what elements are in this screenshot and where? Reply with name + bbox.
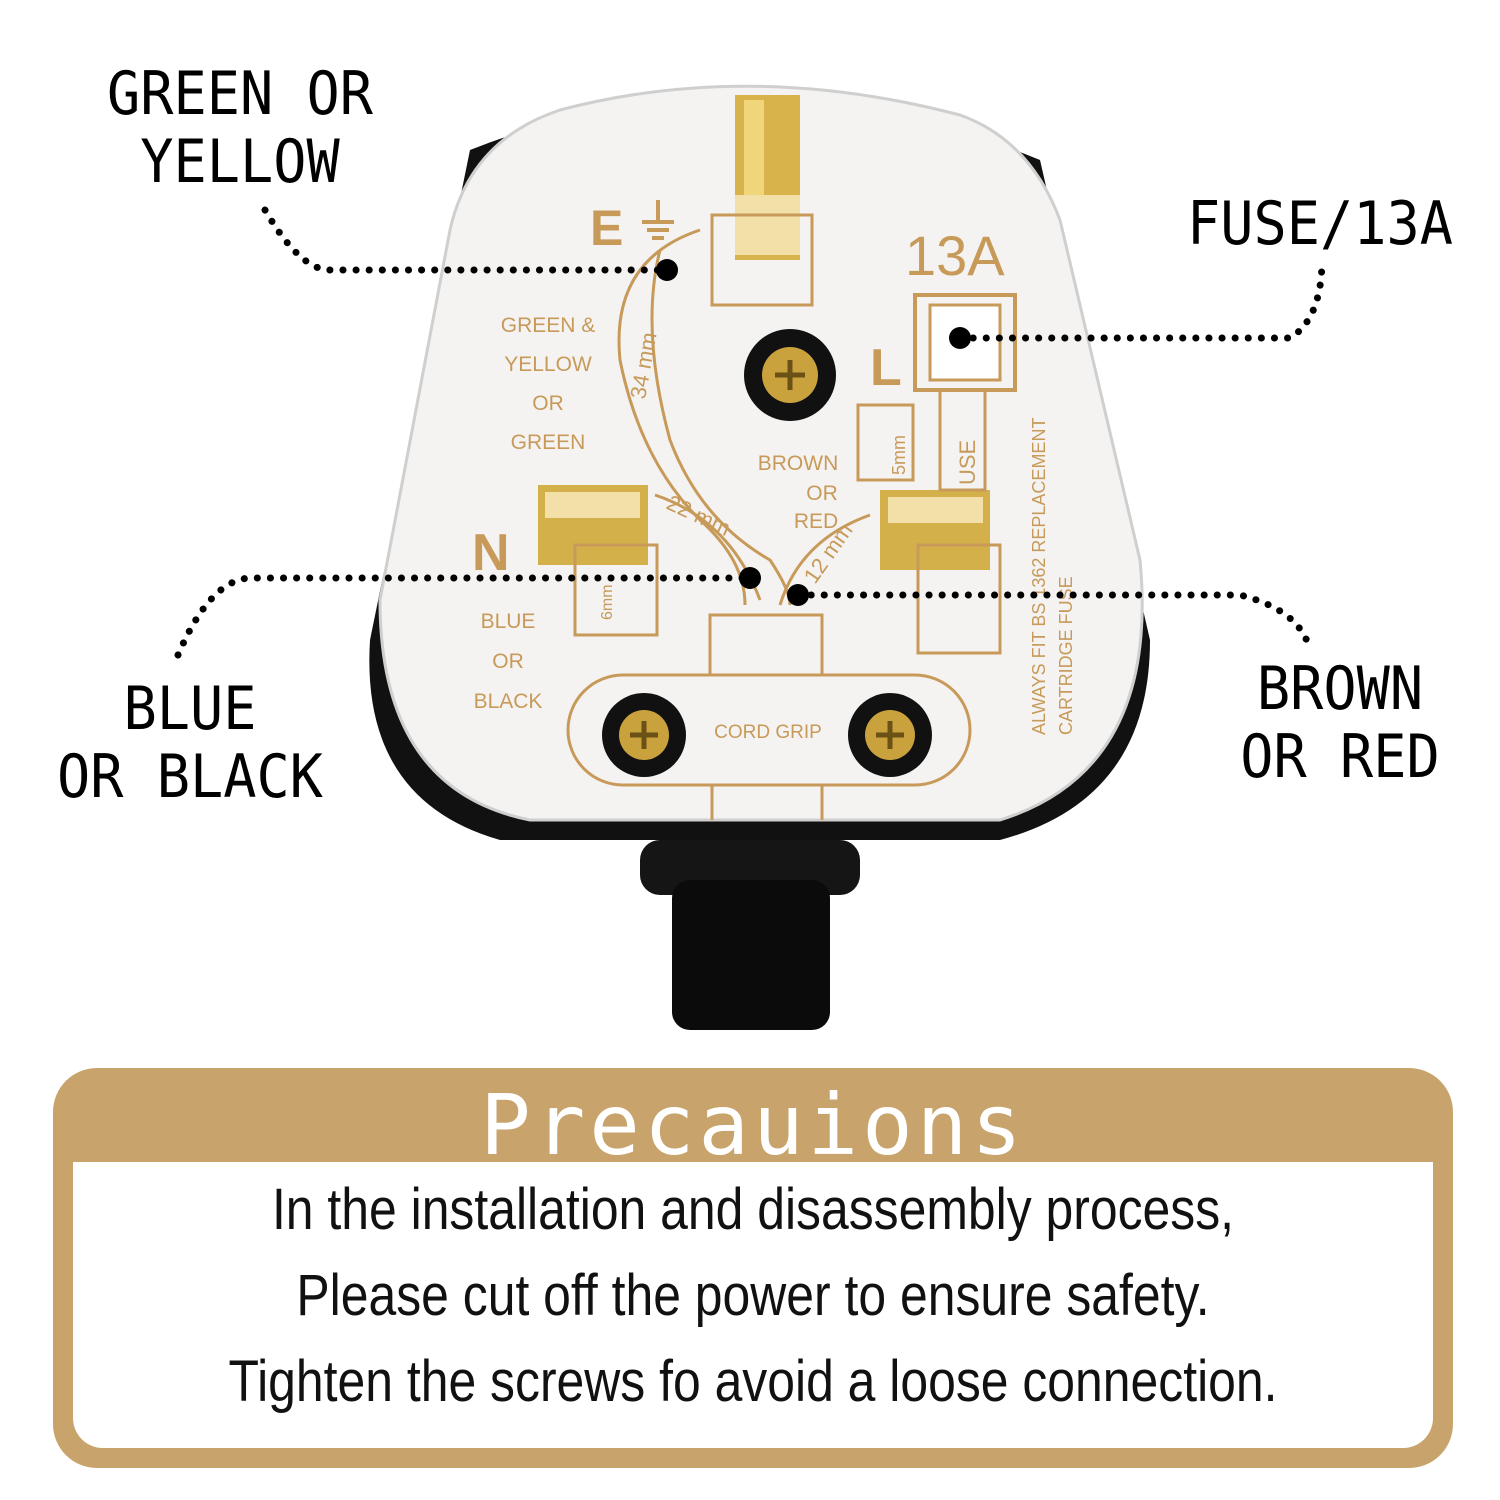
cord-grip-outline — [566, 673, 972, 787]
live-label-2: OR — [806, 482, 838, 505]
plug-diagram: E 13A L N GREEN & YELLOW OR GREEN BROWN … — [174, 84, 1326, 1030]
strip-6mm: 6mm — [599, 584, 616, 620]
plug-face — [378, 84, 1144, 822]
precautions-panel: Precauions In the installation and disas… — [53, 1068, 1453, 1468]
earth-leader — [261, 206, 669, 274]
cord — [672, 880, 830, 1030]
fuse-leader — [956, 261, 1326, 342]
earth-label-3: OR — [532, 392, 564, 415]
precaution-line-1: In the installation and disassembly proc… — [271, 1177, 1235, 1242]
earth-dot — [656, 259, 678, 281]
precaution-line-2: Please cut off the power to ensure safet… — [296, 1263, 1210, 1328]
live-wire-outline — [778, 513, 871, 606]
earth-wire-outline — [617, 228, 747, 606]
neutral-label-2: OR — [492, 650, 524, 673]
callout-neutral: BLUE OR BLACK — [57, 674, 323, 812]
neutral-label-3: BLACK — [474, 690, 543, 713]
neutral-dot — [739, 567, 761, 589]
terminal-n: N — [472, 524, 510, 582]
precaution-line-3: Tighten the screws fo avoid a loose conn… — [228, 1349, 1278, 1414]
neutral-leader — [174, 574, 752, 659]
earth-symbol-icon — [642, 200, 674, 240]
earth-label-1: GREEN & — [501, 314, 596, 337]
earth-label-2: YELLOW — [504, 353, 592, 376]
cord-grip-label: CORD GRIP — [714, 722, 822, 743]
earth-label-4: GREEN — [511, 431, 586, 454]
terminal-e: E — [590, 200, 623, 256]
live-label-3: RED — [794, 510, 838, 533]
callout-earth: GREEN OR YELLOW — [107, 59, 373, 197]
callout-live: BROWN OR RED — [1240, 654, 1440, 792]
neutral-label-1: BLUE — [481, 610, 536, 633]
side-text-2: CARTRIDGE FUSE — [1056, 576, 1076, 735]
terminal-l: L — [870, 339, 902, 397]
precautions-title: Precauions — [480, 1076, 1026, 1174]
precautions-body: In the installation and disassembly proc… — [73, 1162, 1433, 1448]
fuse-text: USE — [955, 440, 980, 485]
fuse-dot — [949, 327, 971, 349]
side-text-1: ALWAYS FIT BS 1362 REPLACEMENT — [1029, 418, 1049, 735]
live-leader — [794, 591, 1314, 654]
rating-13a: 13A — [905, 224, 1005, 287]
strip-5mm: 5mm — [889, 435, 909, 475]
callout-fuse: FUSE/13A — [1187, 189, 1453, 259]
live-dot — [787, 584, 809, 606]
live-label-1: BROWN — [758, 452, 839, 475]
